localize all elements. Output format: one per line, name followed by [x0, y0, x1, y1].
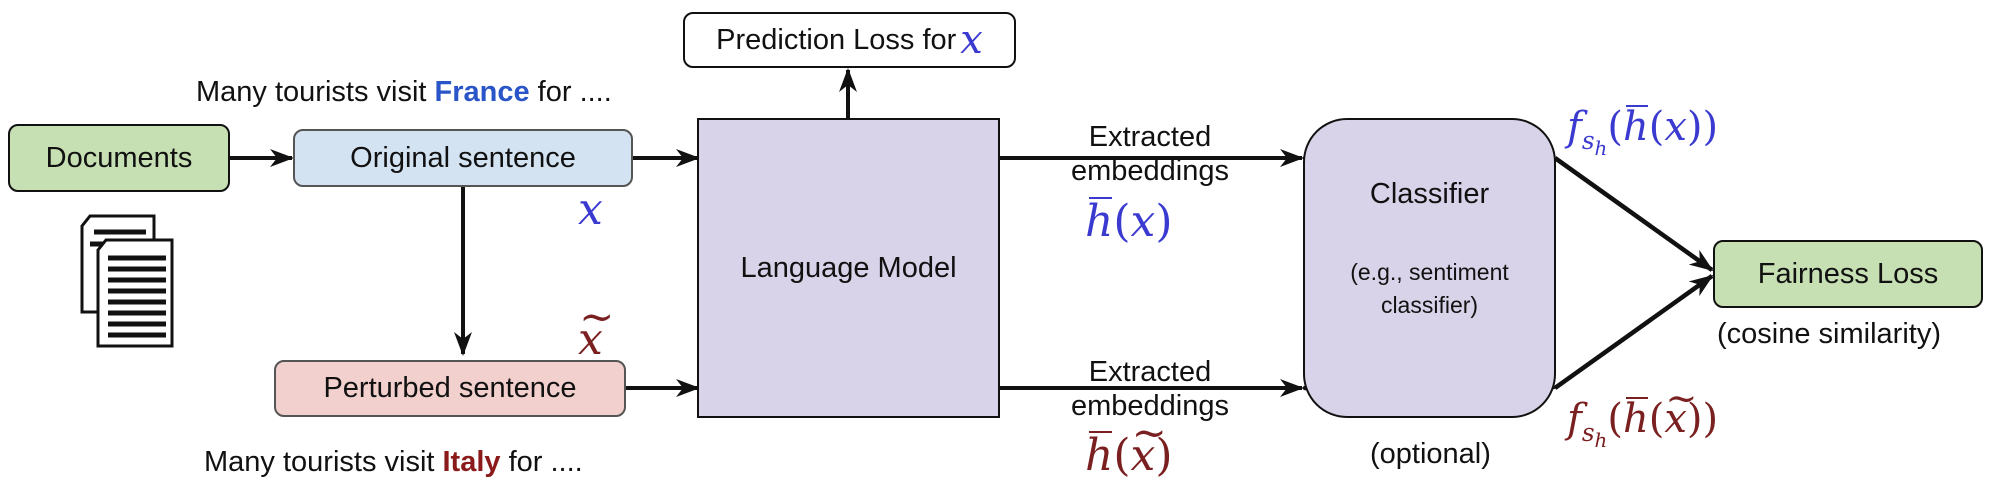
classifier-node: Classifier (e.g., sentiment classifier) [1303, 118, 1556, 418]
perturbed-sentence-label: Perturbed sentence [323, 372, 577, 404]
highlight-france: France [434, 76, 530, 108]
math-x: x [578, 184, 603, 235]
math-h-bar-x: h(x) [1085, 196, 1173, 247]
classifier-subtitle-2: classifier) [1380, 291, 1479, 318]
math-f-top: fsh(h(x)) [1567, 104, 1719, 160]
highlight-italy: Italy [442, 446, 501, 478]
prediction-loss-node: Prediction Loss for x [683, 12, 1016, 68]
documents-label: Documents [45, 141, 193, 174]
classifier-optional-label: (optional) [1370, 438, 1491, 470]
math-x-tilde: x [578, 292, 614, 365]
classifier-title: Classifier [1369, 177, 1490, 210]
prediction-loss-x: x [960, 17, 983, 63]
original-sentence-node: Original sentence [293, 129, 633, 187]
stacked-documents-icon [80, 214, 174, 348]
fairness-loss-node: Fairness Loss [1713, 240, 1983, 308]
documents-node: Documents [8, 124, 230, 192]
edge-classifier-bottom-to-fairness [1553, 274, 1714, 390]
top-edge-label: Extracted embeddings [1071, 121, 1229, 187]
original-sentence-example: Many tourists visit France for .... [196, 76, 612, 108]
edge-classifier-top-to-fairness [1553, 156, 1714, 272]
classifier-subtitle-1: (e.g., sentiment [1350, 258, 1509, 285]
fairness-loss-label: Fairness Loss [1757, 257, 1939, 290]
perturbed-sentence-example: Many tourists visit Italy for .... [204, 446, 583, 478]
original-sentence-label: Original sentence [350, 141, 576, 174]
language-model-node: Language Model [697, 118, 1000, 418]
prediction-loss-label: Prediction Loss for [716, 23, 957, 56]
fairness-loss-subtitle: (cosine similarity) [1717, 318, 1941, 350]
math-h-bar-x-tilde: h(x) [1085, 408, 1173, 481]
perturbed-sentence-node: Perturbed sentence [274, 360, 626, 417]
math-f-bottom: fsh(h(x)) [1567, 376, 1718, 452]
language-model-label: Language Model [740, 251, 957, 284]
